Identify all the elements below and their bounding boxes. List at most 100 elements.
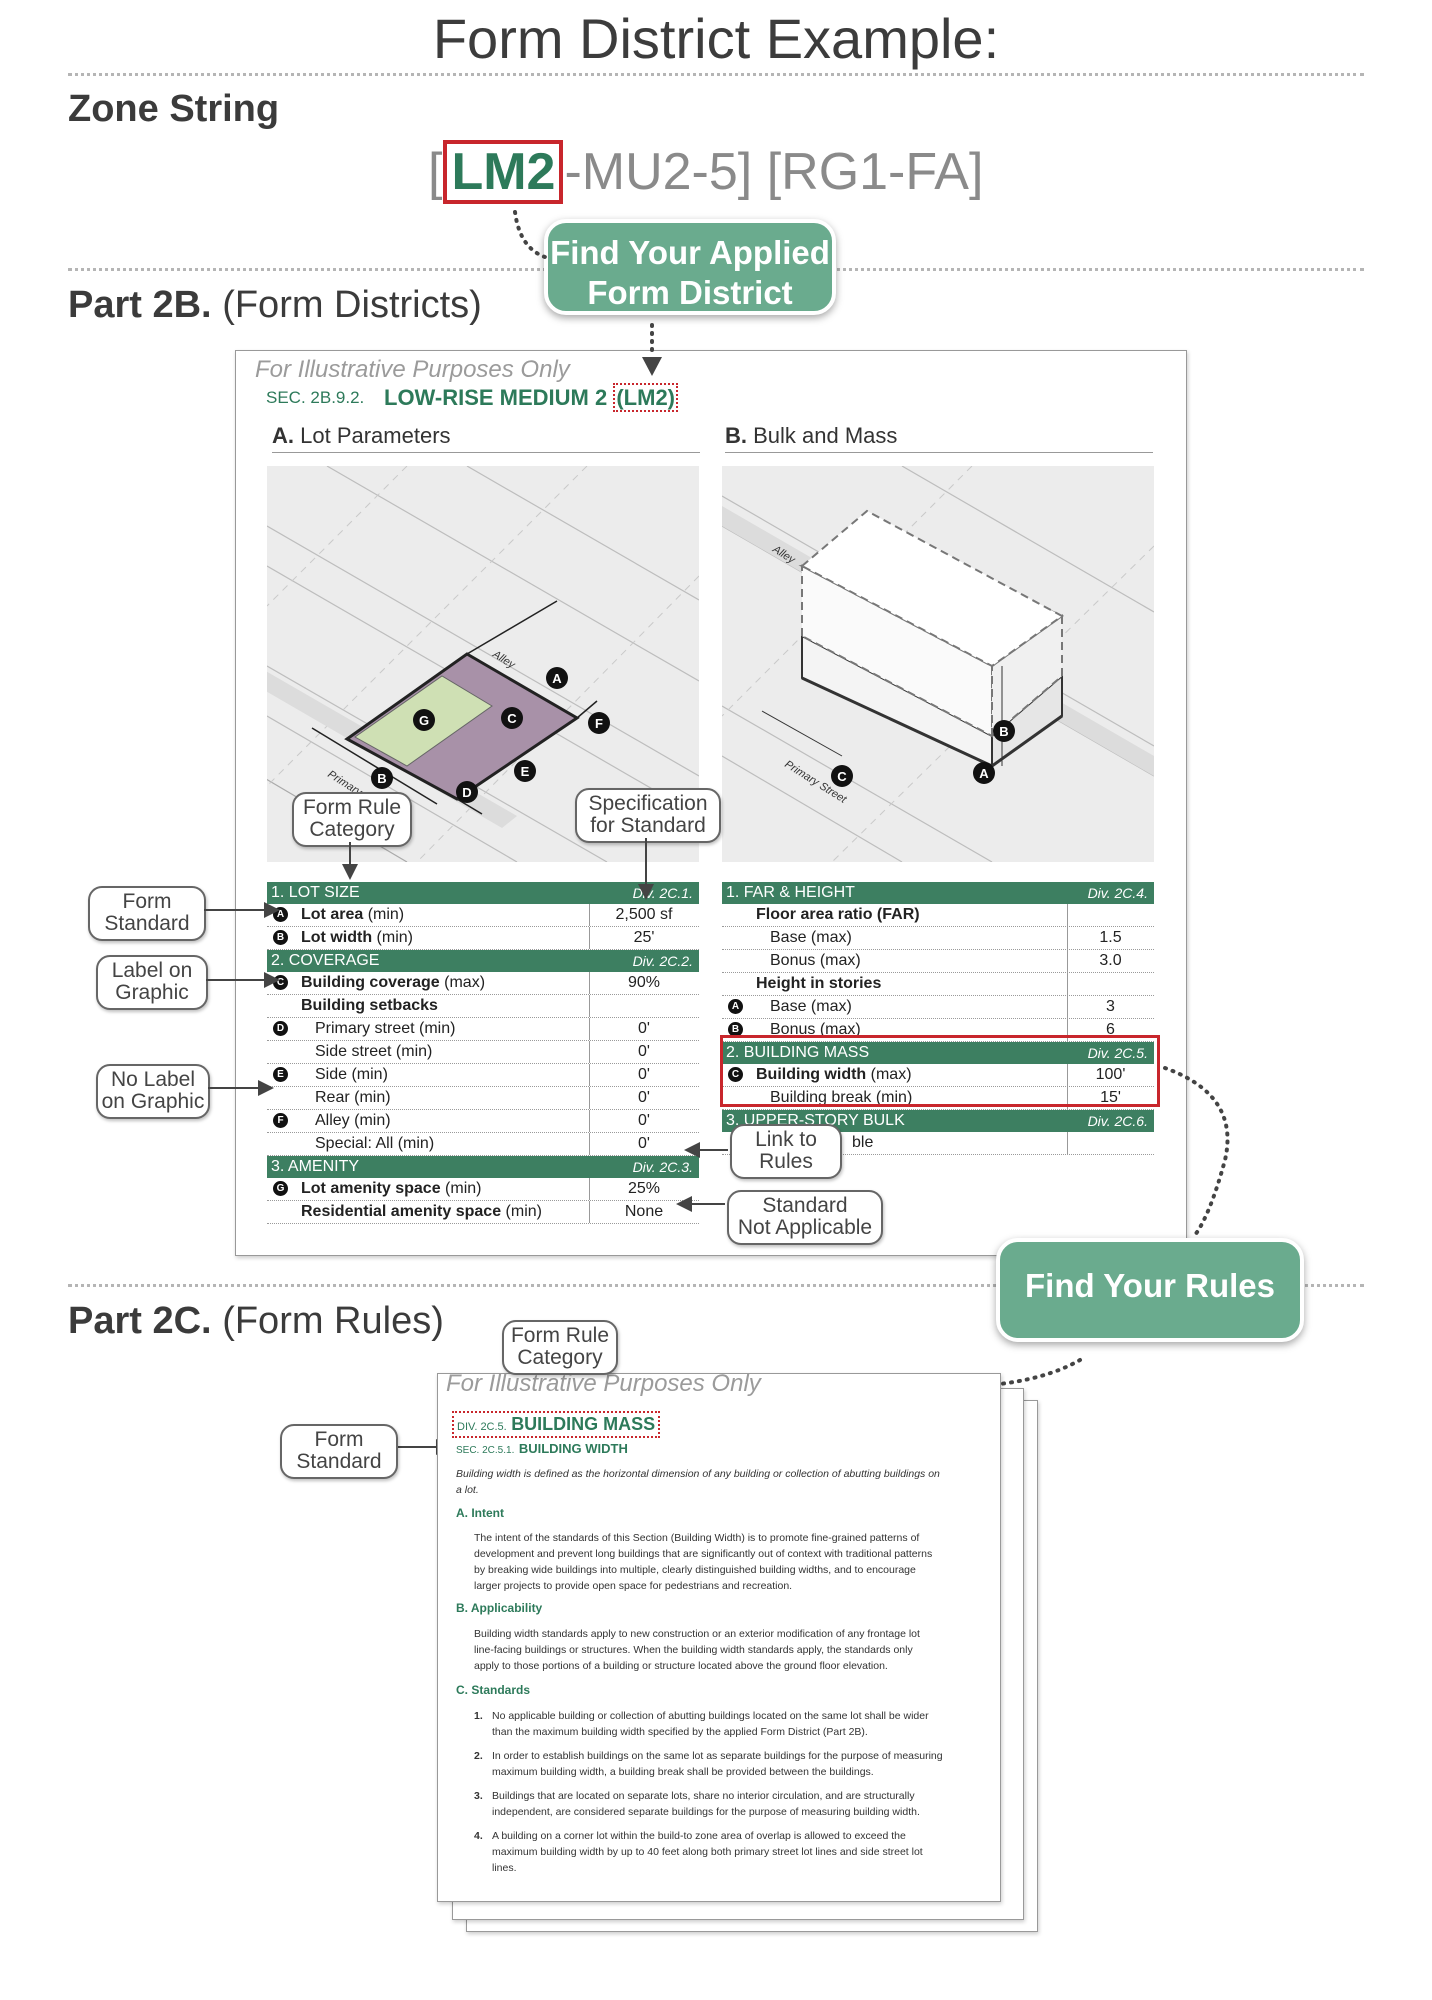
column-divider [589,995,590,1017]
callout-line: Rules [759,1150,813,1173]
column-divider [589,927,590,949]
zone-highlight[interactable]: LM2 [443,140,564,204]
standard-item: 3. Buildings that are located on separate… [474,1788,944,1820]
find-rules-callout: Find Your Rules [996,1238,1304,1342]
col-a-label: Lot Parameters [300,423,451,448]
callout-line: Form Rule [302,796,402,819]
row-label: Building coverage (max) [301,974,485,992]
table-row: Special: All (min)0' [267,1133,699,1156]
graphic-label-badge: G [273,1181,288,1196]
graphic-label-badge: D [273,1021,288,1036]
row-label-main: Floor area ratio (FAR) [756,906,920,923]
div-number: DIV. 2C.5. [457,1421,507,1433]
district-name-text: LOW-RISE MEDIUM 2 [384,385,608,410]
callout-line: Label on [111,959,193,982]
row-value: 25' [633,929,655,946]
district-abbr[interactable]: (LM2) [613,383,679,412]
row-label: Lot area (min) [301,906,404,924]
standard-number: 3. [474,1790,483,1802]
row-label: Primary street (min) [315,1020,455,1038]
row-label-main: Building break (min) [770,1089,913,1106]
row-label-main: Building coverage [301,974,440,991]
callout-line: Standard [104,912,190,935]
callout-line: Form District [587,274,793,311]
page-title: Form District Example: [432,7,1000,70]
table-row: Side street (min)0' [267,1041,699,1064]
sec-name: BUILDING WIDTH [518,1441,628,1456]
applicability-text: Building width standards apply to new co… [474,1628,920,1672]
div-link[interactable]: Div. 2C.5. [1087,1045,1148,1061]
table-row: Residential amenity space (min)None [267,1201,699,1224]
standard-item: 4.A building on a corner lot within the … [474,1828,944,1876]
svg-text:B: B [377,771,386,786]
row-value: 3 [1106,998,1115,1015]
callout-line: Standard [762,1194,848,1217]
definition-text: Building width is defined as the horizon… [456,1468,940,1496]
row-label-main: Height in stories [756,975,882,992]
row-label-main: Side street (min) [315,1043,433,1060]
row-value: None [624,1203,664,1220]
illustrative-note: For Illustrative Purposes Only [255,356,570,383]
column-divider [1067,1087,1068,1109]
div-heading[interactable]: DIV. 2C.5. BUILDING MASS [452,1411,661,1438]
svg-text:A: A [979,766,989,781]
bulk-mass-graphic: Alley Primary Street A B C [722,466,1154,862]
row-value: 15' [1100,1089,1121,1106]
row-label-unit: (max) [439,974,486,991]
div-link[interactable]: Div. 2C.4. [1087,885,1148,901]
table-row: Base (max)1.5 [722,927,1154,950]
col-a-letter: A. [272,423,294,448]
standard-text: No applicable building or collection of … [492,1710,929,1738]
intent-heading: A. Intent [456,1506,504,1520]
svg-text:E: E [521,764,530,779]
row-label-main: Primary street (min) [315,1020,456,1037]
div-link[interactable]: Div. 2C.6. [1087,1113,1148,1129]
standard-text: Buildings that are located on separate l… [492,1790,920,1818]
row-label-unit: (min) [501,1203,542,1220]
div-link[interactable]: Div. 2C.3. [632,1159,693,1175]
div-link[interactable]: Div. 2C.2. [632,953,693,969]
row-label-main: Side (min) [315,1066,388,1083]
callout-line: Find Your Applied [550,234,830,271]
standard-number: 4. [474,1830,483,1842]
table-row: ble [722,1132,1154,1155]
table-row: Bonus (max)3.0 [722,950,1154,973]
zone-string: [LM2-MU2-5] [RG1-FA] [428,140,983,204]
row-label: Building width (max) [756,1066,912,1084]
graphic-label-badge: F [273,1113,288,1128]
row-label: Lot width (min) [301,929,413,947]
divider [68,1284,1364,1287]
part-2c-heading: Part 2C. (Form Rules) [68,1300,444,1343]
standards-list: 1.No applicable building or collection o… [474,1708,944,1884]
row-label-main: Building width [756,1066,867,1083]
zone-rest: -MU2-5] [RG1-FA] [564,143,984,201]
column-divider [589,1178,590,1200]
row-label: Bonus (max) [770,1021,861,1039]
row-label-main: Lot width [301,929,373,946]
table-row: B Lot width (min) 25' [267,927,699,950]
section-label: 1. LOT SIZE [271,884,360,901]
column-divider [589,1041,590,1063]
row-label-main: Bonus (max) [770,952,861,969]
row-label-main: Bonus (max) [770,1021,861,1038]
callout-line: Specification [588,792,708,815]
row-label: Building setbacks [301,997,438,1015]
column-divider [589,1018,590,1040]
graphic-label-badge: B [273,930,288,945]
applicability-heading: B. Applicability [456,1601,543,1615]
column-divider [1067,927,1068,949]
row-label: Special: All (min) [315,1135,434,1153]
row-label-main: Base (max) [770,929,852,946]
